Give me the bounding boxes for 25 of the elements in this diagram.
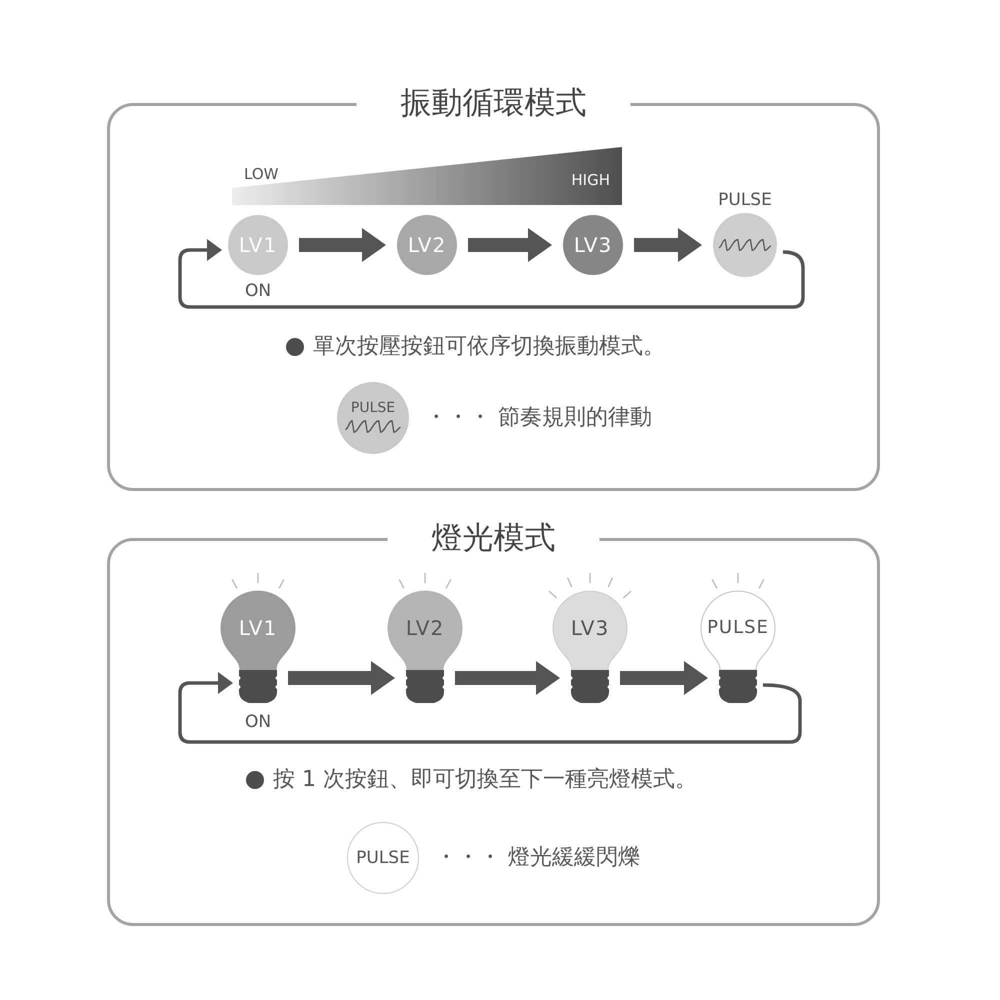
panel-title: 燈光模式 [432,519,556,557]
scale-label: HIGH [571,171,610,189]
level-label: LV2 [406,615,444,641]
arrow [299,228,386,262]
level-label: LV3 [574,233,612,257]
mode-label: PULSE [718,190,772,210]
level-label: PULSE [350,400,396,417]
scale-label: LOW [244,165,278,183]
instruction-text: 單次按壓按鈕可依序切換振動模式。 [313,333,665,361]
instruction-text: 按 1 次按鈕、即可切換至下一種亮燈模式。 [273,766,697,794]
level-label: LV1 [238,615,278,641]
arrow [455,661,560,695]
arrow [288,661,395,695]
level-label: PULSE [356,848,410,868]
panel-title: 振動循環模式 [400,84,586,122]
description-text: ・・・ 節奏規則的律動 [425,404,652,432]
state-label: ON [244,281,272,301]
description-text: ・・・ 燈光緩緩閃爍 [435,844,640,872]
arrow [468,228,552,262]
state-label: ON [244,712,272,732]
level-label: LV2 [408,233,446,257]
level-label: LV3 [570,615,610,641]
level-label: PULSE [707,616,769,640]
arrow [620,661,708,695]
arrow [634,228,702,262]
